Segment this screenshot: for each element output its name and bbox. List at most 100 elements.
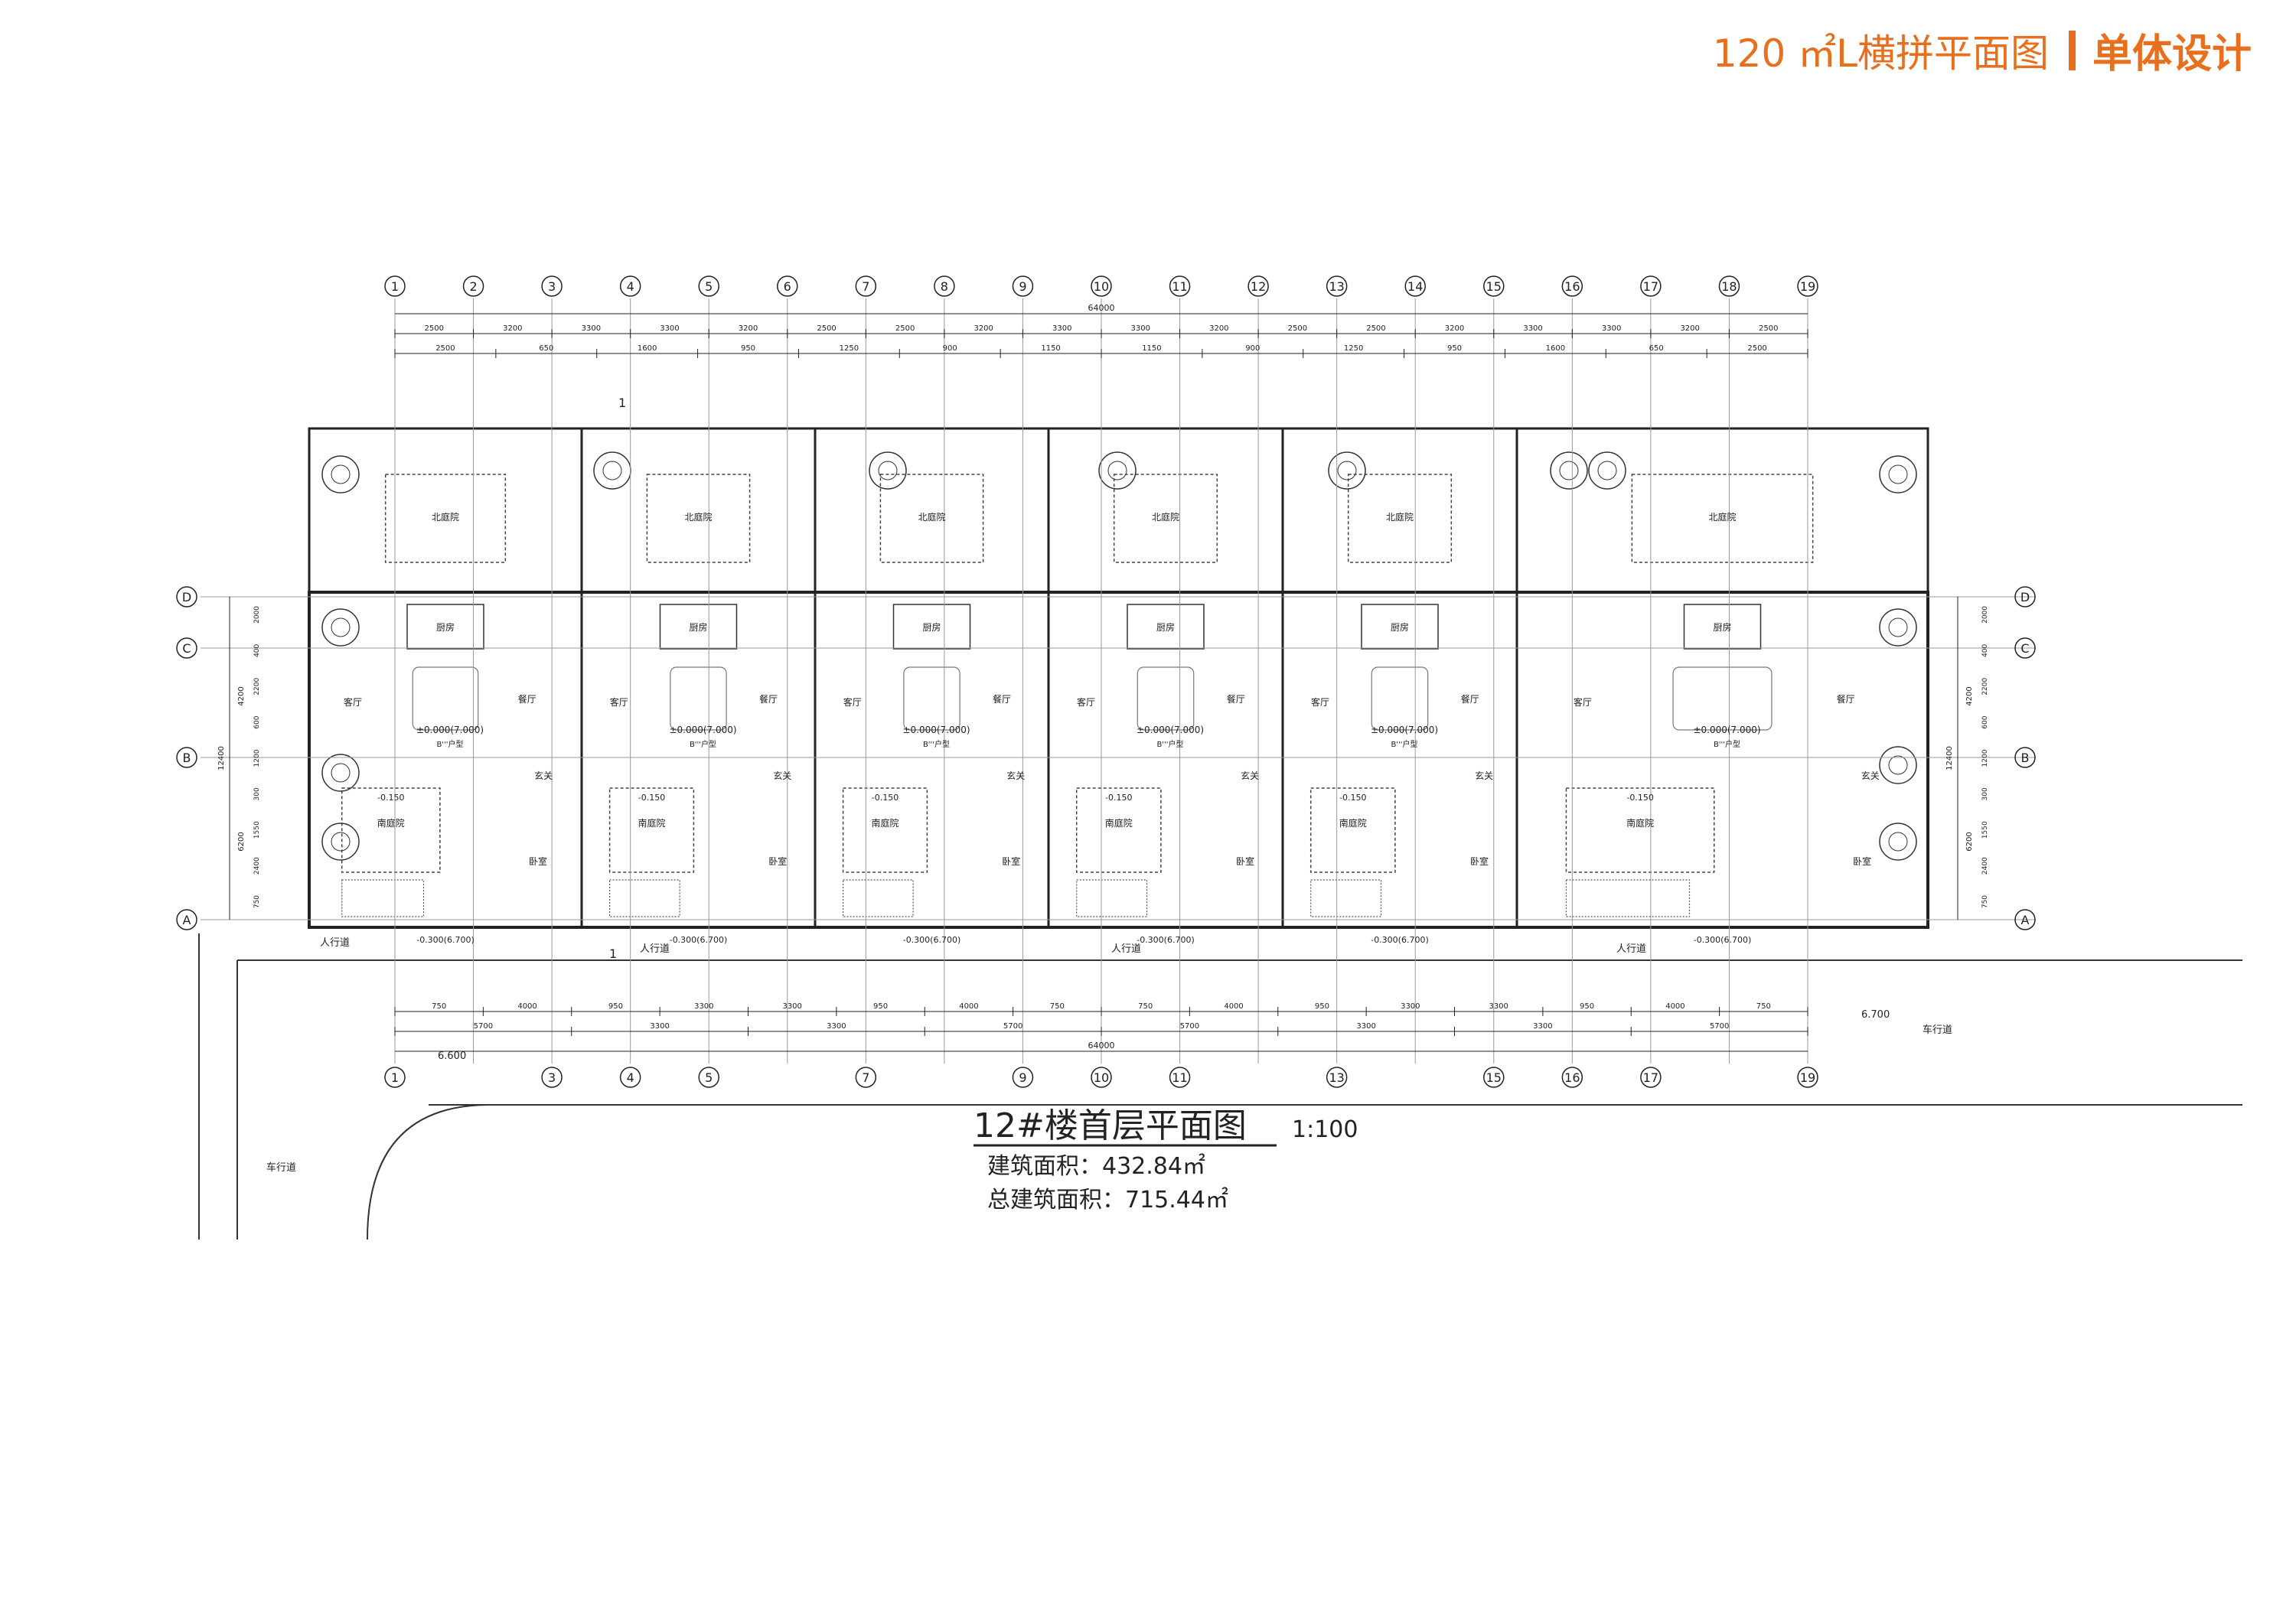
tree-symbol [321, 823, 360, 861]
tree-symbol [321, 608, 360, 647]
axis-label-top-3: 3 [548, 279, 556, 294]
side-total-left: 12400 [217, 746, 226, 770]
axis-label-top-13: 13 [1329, 279, 1344, 294]
top-dim-row2-value: 1250 [1344, 344, 1363, 353]
axis-label-bottom-15: 15 [1486, 1070, 1502, 1085]
axis-label-bottom-11: 11 [1172, 1070, 1187, 1085]
axis-bubble-top-12 [1247, 275, 1269, 297]
bottom-dim-row1-value: 4000 [1665, 1002, 1684, 1011]
room-kitchen: 厨房 [1713, 621, 1731, 633]
road-car-label-1: 车行道 [266, 1161, 296, 1174]
bottom-dim-row1-value: 4000 [1224, 1002, 1243, 1011]
page-header: 120 ㎡L横拼平面图 单体设计 [1713, 21, 2252, 79]
north-yard-box [1113, 474, 1218, 563]
axis-label-top-4: 4 [627, 279, 634, 294]
north-yard-box [646, 474, 751, 563]
section-mark-bottom: 1 [609, 946, 617, 961]
room-north-yard: 北庭院 [684, 511, 712, 523]
tree-symbol [1098, 451, 1137, 490]
axis-label-top-15: 15 [1486, 279, 1502, 294]
axis-label-top-5: 5 [705, 279, 713, 294]
axis-label-bottom-5: 5 [705, 1070, 713, 1085]
top-dim-row1-value: 2500 [425, 324, 444, 333]
bottom-dim-row1-value: 950 [608, 1002, 623, 1011]
room-bedroom: 卧室 [768, 855, 787, 867]
room-living: 客厅 [1077, 696, 1095, 708]
axis-bubble-top-2 [462, 275, 484, 297]
room-entry: 玄关 [534, 770, 553, 781]
level-right: 6.700 [1861, 1009, 1890, 1021]
axis-label-left-A: A [183, 913, 191, 927]
tree-symbol-inner [1888, 755, 1908, 775]
axis-bubble-top-7 [855, 275, 877, 297]
axis-label-bottom-3: 3 [548, 1070, 556, 1085]
top-dim-row2-value: 650 [1649, 344, 1664, 353]
tree-symbol-inner [1337, 461, 1357, 480]
axis-bubble-right-C [2014, 637, 2036, 659]
kitchen-box [659, 604, 738, 650]
level-left: 6.600 [438, 1051, 466, 1062]
side-major-1-left: 4200 [237, 686, 246, 705]
tree-symbol [321, 455, 360, 494]
elevation-step: -0.300(6.700) [416, 935, 475, 945]
terrace-strip [1310, 879, 1382, 917]
side-minor-left: 600 [253, 715, 261, 728]
top-dim-row1-value: 3200 [1680, 324, 1699, 333]
top-dim-row2-value: 950 [741, 344, 755, 353]
side-major-1-right: 4200 [1965, 686, 1974, 705]
room-kitchen: 厨房 [436, 621, 455, 633]
unit-type: B'''户型 [1156, 739, 1183, 749]
south-yard-box [608, 787, 695, 873]
room-north-yard: 北庭院 [918, 511, 945, 523]
tree-symbol [1879, 746, 1917, 784]
axis-label-left-B: B [183, 751, 191, 765]
axis-bubble-bottom-1 [384, 1067, 406, 1088]
axis-bubble-top-11 [1169, 275, 1191, 297]
axis-label-right-B: B [2021, 751, 2030, 765]
terrace-strip [608, 879, 680, 917]
sofa-set [1137, 666, 1195, 731]
axis-bubble-bottom-3 [541, 1067, 563, 1088]
unit-type: B'''户型 [1714, 739, 1740, 749]
kitchen-box [1683, 604, 1762, 650]
tree-symbol-inner [331, 617, 351, 637]
axis-bubble-bottom-4 [619, 1067, 641, 1088]
bottom-dim-row1-value: 950 [1580, 1002, 1594, 1011]
bottom-dim-row2-value: 3300 [1356, 1022, 1375, 1031]
axis-bubble-top-4 [619, 275, 641, 297]
bottom-dim-row1-value: 950 [1315, 1002, 1329, 1011]
axis-label-left-D: D [182, 590, 191, 604]
top-dim-row1-value: 3300 [1523, 324, 1542, 333]
side-minor-left: 400 [253, 643, 261, 656]
room-south-yard: 南庭院 [1626, 817, 1654, 829]
terrace-strip [1565, 879, 1691, 917]
top-dim-row1-value: 3200 [1209, 324, 1228, 333]
axis-label-top-19: 19 [1800, 279, 1815, 294]
axis-bubble-top-10 [1091, 275, 1112, 297]
axis-bubble-top-15 [1483, 275, 1505, 297]
room-kitchen: 厨房 [689, 621, 707, 633]
top-dim-row2-value: 900 [943, 344, 957, 353]
road-lines [198, 933, 2242, 1240]
axis-label-top-8: 8 [941, 279, 948, 294]
top-dim-row1-value: 2500 [895, 324, 915, 333]
elevation-yard: -0.150 [1339, 793, 1366, 803]
top-dim-row2-value: 950 [1447, 344, 1462, 353]
axis-label-top-10: 10 [1094, 279, 1109, 294]
side-total-right: 12400 [1945, 746, 1954, 770]
side-minor-left: 300 [253, 787, 261, 800]
elevation-step: -0.300(6.700) [1694, 935, 1752, 945]
room-dining: 餐厅 [518, 693, 536, 705]
top-dim-row2-value: 2500 [1747, 344, 1766, 353]
axis-label-bottom-1: 1 [391, 1070, 399, 1085]
top-dim-row1-value: 3200 [1445, 324, 1464, 333]
tree-symbol [593, 451, 631, 490]
room-labels: 北庭院厨房客厅餐厅±0.000(7.000)B'''户型玄关南庭院-0.150卧… [344, 511, 1880, 945]
road-walk-label-3: 人行道 [1111, 943, 1141, 955]
kitchen-box [1127, 604, 1205, 650]
top-dim-row2-value: 1600 [1546, 344, 1565, 353]
room-living: 客厅 [610, 696, 628, 708]
side-minor-right: 2400 [1981, 857, 1989, 875]
tree-symbol-inner [1888, 464, 1908, 484]
side-minor-right: 750 [1981, 895, 1989, 908]
